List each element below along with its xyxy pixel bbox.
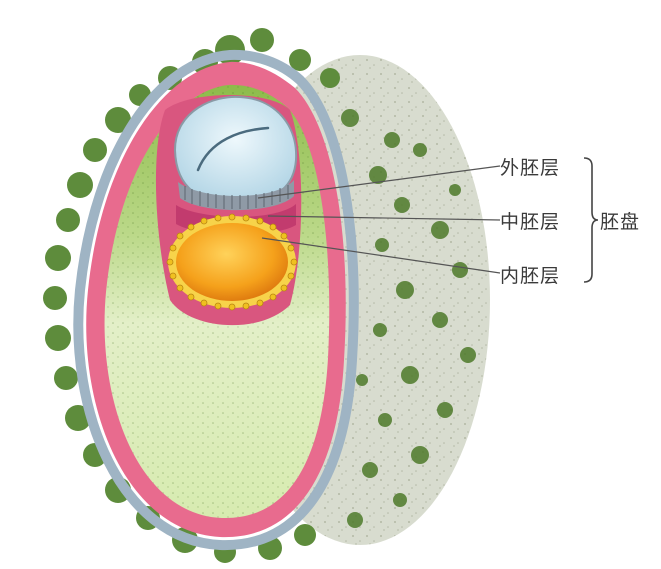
amniotic-cavity <box>173 95 298 205</box>
label-germ-disc: 胚盘 <box>600 211 641 233</box>
label-ectoderm: 外胚层 <box>500 157 561 179</box>
mesoderm-leader-line <box>267 215 501 221</box>
germ-disc-bracket <box>583 157 599 283</box>
label-mesoderm: 中胚层 <box>500 211 561 233</box>
label-endoderm: 内胚层 <box>500 265 561 287</box>
endoderm-leader-line <box>261 237 501 274</box>
ectoderm-layer <box>178 180 294 211</box>
yolk-sac <box>166 213 298 311</box>
ectoderm-leader-line <box>257 165 501 199</box>
outer-membrane <box>73 49 359 551</box>
